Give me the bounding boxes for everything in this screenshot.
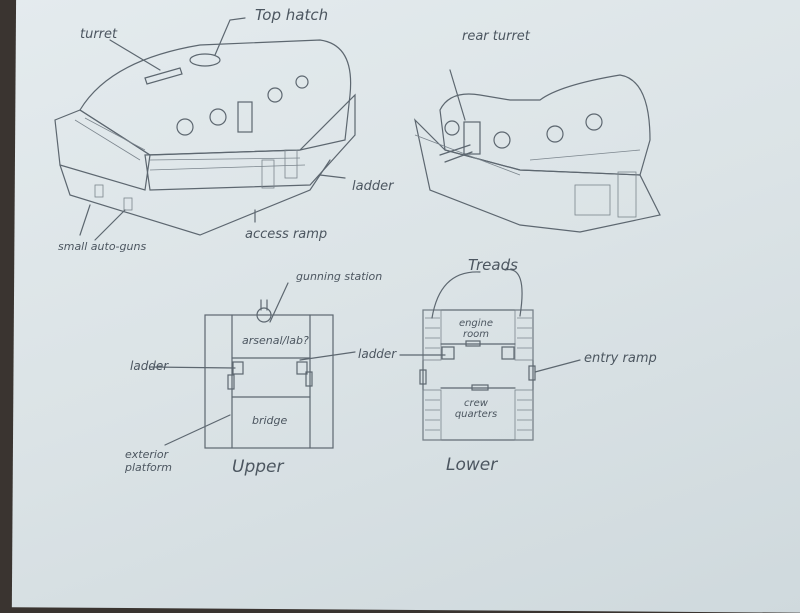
label-rear-turret: rear turret: [462, 29, 531, 44]
label-bridge: bridge: [252, 414, 288, 427]
label-engine-room: engine room: [458, 318, 494, 340]
upper-floor-plan: [149, 282, 356, 449]
front-vehicle-sketch: [54, 17, 356, 241]
lower-floor-plan: [399, 268, 581, 441]
label-ladder-left: ladder: [130, 359, 169, 373]
lower-title: Lower: [446, 455, 498, 475]
rear-vehicle-sketch: [413, 69, 661, 233]
label-exterior-platform: exterior platform: [125, 448, 172, 474]
label-top-hatch: Top hatch: [255, 6, 328, 24]
label-entry-ramp: entry ramp: [584, 351, 657, 366]
sketch-drawing: turret Top hatch ladder access ramp smal…: [54, 6, 661, 477]
label-auto-guns: small auto-guns: [58, 240, 146, 253]
upper-title: Upper: [232, 457, 284, 477]
label-turret: turret: [80, 27, 118, 42]
label-arsenal: arsenal/lab?: [242, 334, 309, 347]
label-ladder-right: ladder: [358, 347, 397, 361]
label-treads: Treads: [468, 256, 518, 274]
label-gunning-station: gunning station: [296, 270, 382, 283]
label-access-ramp: access ramp: [245, 227, 327, 242]
label-crew-quarters: crew quarters: [454, 398, 498, 420]
label-ladder: ladder: [352, 179, 395, 194]
